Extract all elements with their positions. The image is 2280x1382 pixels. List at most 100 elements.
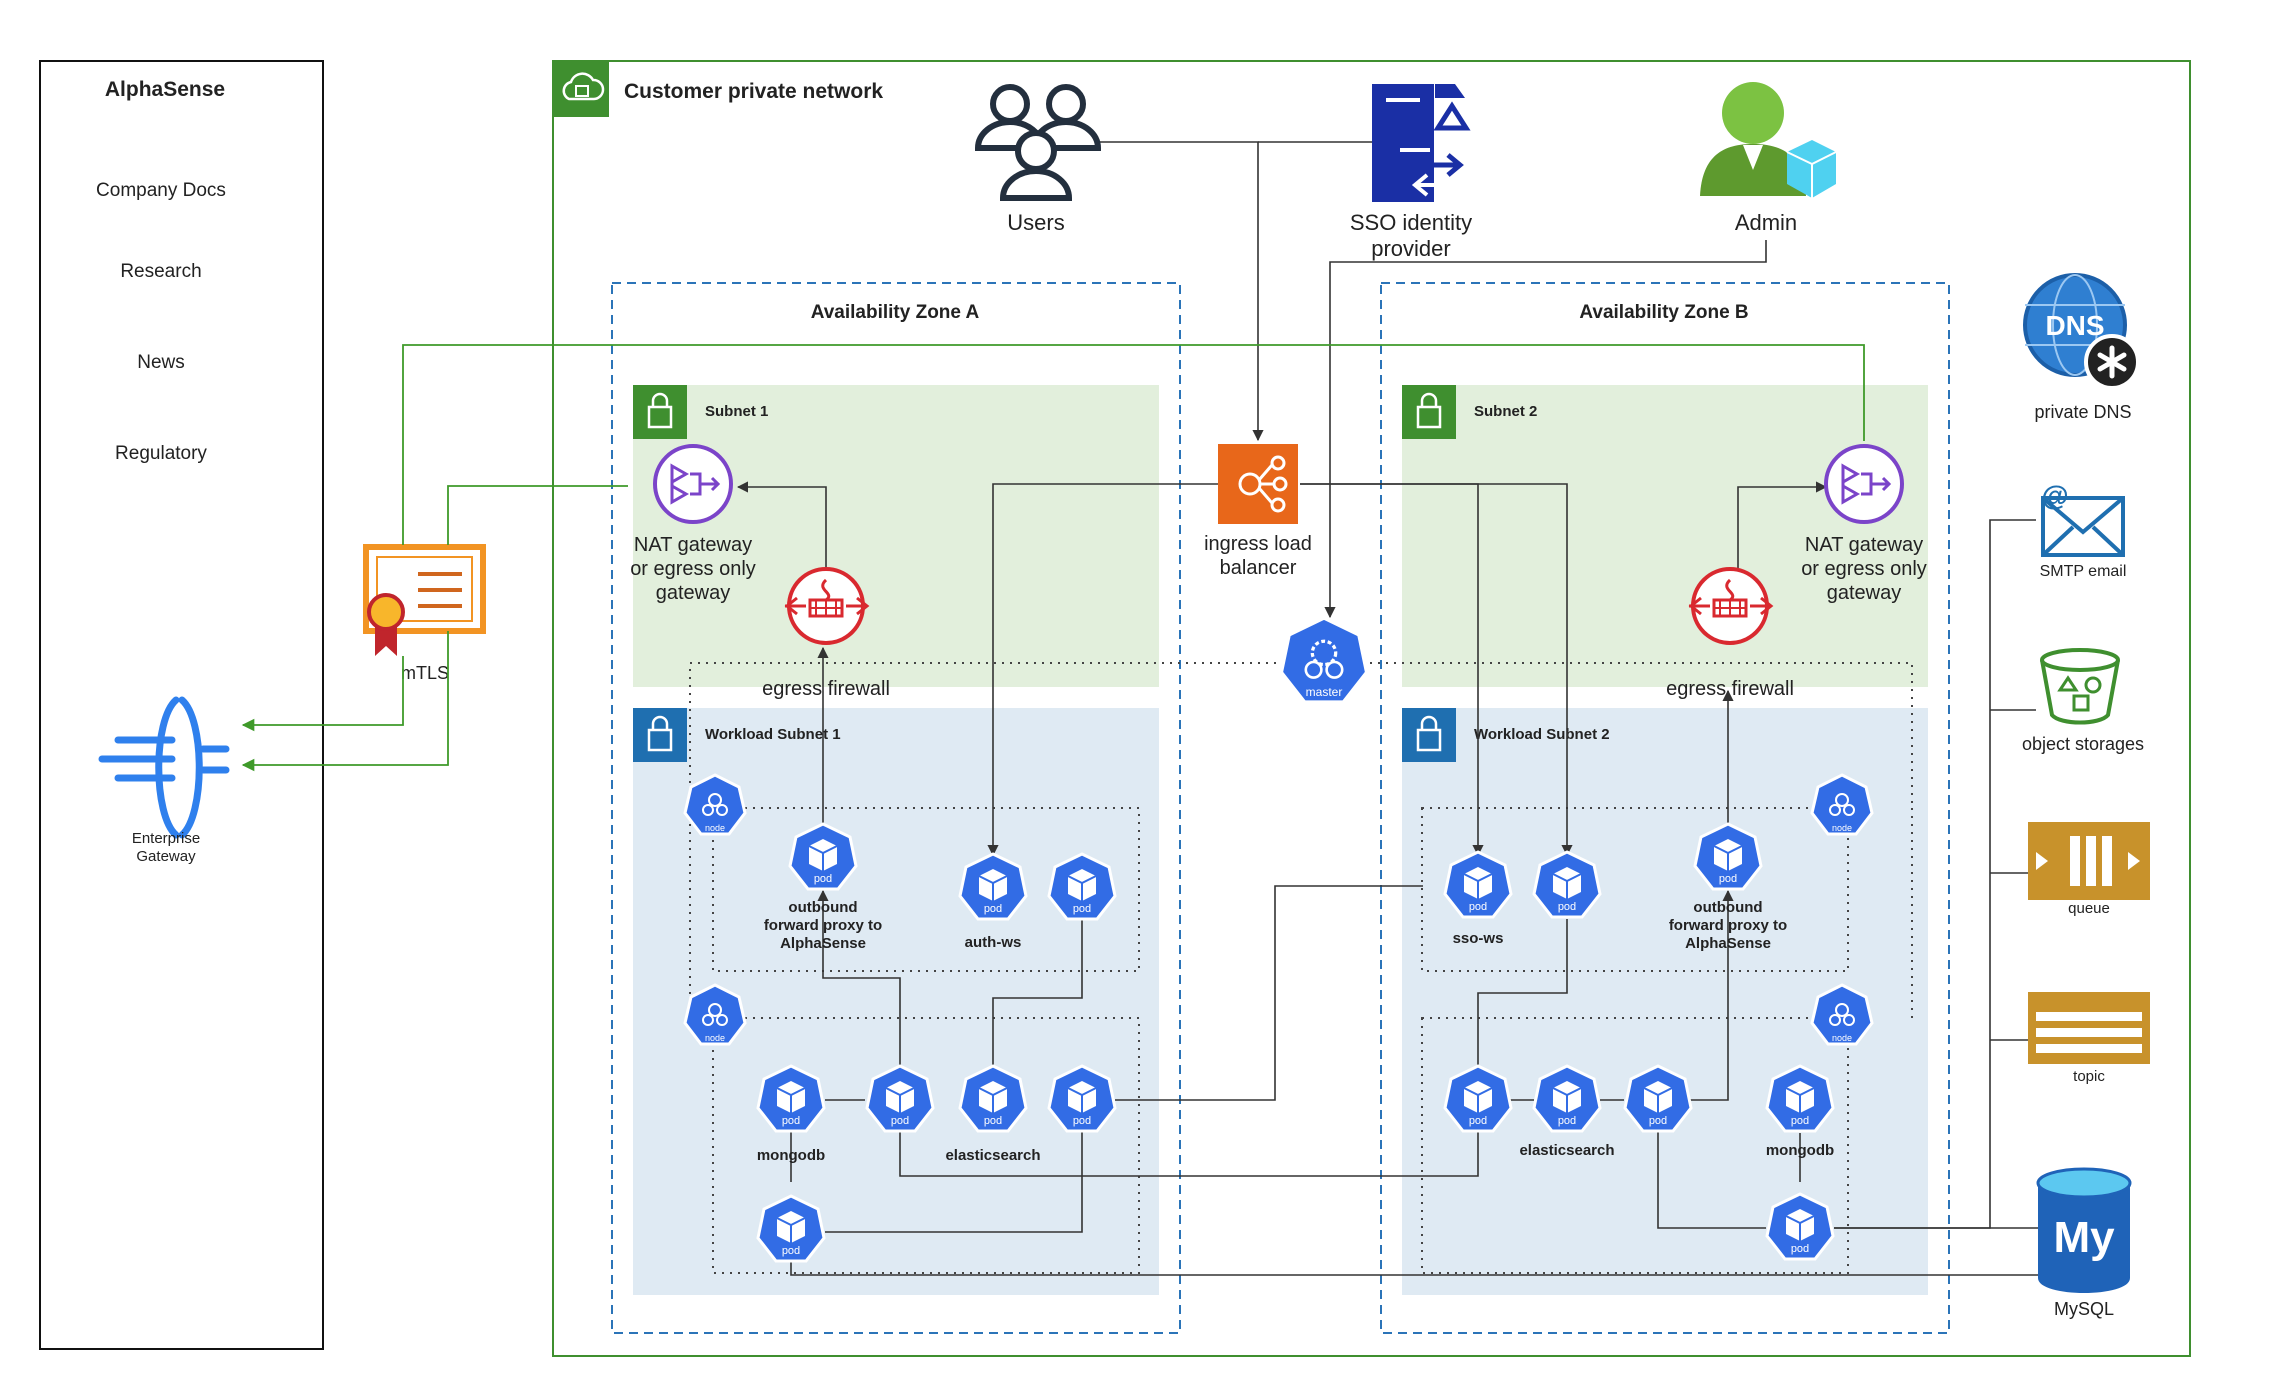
pod-label: pod	[782, 1115, 800, 1127]
alphasense-item-company-docs: Company Docs	[96, 180, 226, 201]
topic-icon	[2028, 992, 2150, 1064]
customer-network-border	[552, 60, 2191, 1357]
alphasense-title: AlphaSense	[105, 78, 225, 101]
nat-b-label-3: gateway	[1827, 582, 1902, 604]
proxy-a-label-3: AlphaSense	[780, 935, 866, 952]
customer-network-title: Customer private network	[624, 80, 883, 103]
proxy-a-label-1: outbound	[788, 899, 857, 916]
nat-a-label-2: or egress only	[630, 558, 756, 580]
mysql-icon: My	[2036, 1167, 2132, 1293]
smtp-email-icon: @	[2041, 480, 2125, 557]
subnet-2	[1402, 385, 1928, 687]
elasticsearch-b-label: elasticsearch	[1519, 1142, 1614, 1159]
pod-label: pod	[782, 1245, 800, 1257]
nat-a-label-1: NAT gateway	[634, 534, 752, 556]
zone-a-title: Availability Zone A	[811, 302, 980, 323]
master-label: master	[1306, 685, 1343, 699]
workload-subnet-2-lock-icon	[1402, 708, 1456, 762]
workload-subnet-2-title: Workload Subnet 2	[1474, 726, 1610, 743]
proxy-b-label-2: forward proxy to	[1669, 917, 1787, 934]
pod-label: pod	[1469, 1115, 1487, 1127]
enterprise-gateway-icon	[98, 696, 230, 839]
subnet-1-title: Subnet 1	[705, 403, 768, 420]
nat-gateway-a-icon	[653, 444, 733, 524]
nat-gateway-b-icon	[1824, 444, 1904, 524]
pod-label: pod	[891, 1115, 909, 1127]
workload-subnet-1-lock-icon	[633, 708, 687, 762]
elasticsearch-a-label: elasticsearch	[945, 1147, 1040, 1164]
cloud-lock-icon	[553, 61, 609, 117]
object-storage-icon	[2040, 648, 2120, 725]
smtp-email-label: SMTP email	[2040, 563, 2127, 580]
sso-ws-label: sso-ws	[1453, 930, 1504, 947]
pod-label: pod	[1558, 901, 1576, 913]
mtls-label: mTLS	[401, 663, 449, 683]
alphasense-panel: AlphaSense Company Docs Research News Re…	[39, 60, 324, 1350]
egress-firewall-b-icon	[1688, 567, 1774, 645]
queue-icon	[2028, 822, 2150, 900]
proxy-b-label-3: AlphaSense	[1685, 935, 1771, 952]
users-icon	[974, 84, 1102, 201]
enterprise-gateway-label-1: Enterprise	[132, 830, 200, 847]
mysql-badge-text: My	[2053, 1213, 2115, 1262]
pod-label: pod	[984, 903, 1002, 915]
pod-label: pod	[1649, 1115, 1667, 1127]
k8s-master-icon	[1279, 615, 1369, 705]
pod-label: pod	[1469, 901, 1487, 913]
zone-b-title: Availability Zone B	[1579, 302, 1748, 323]
private-dns-label: private DNS	[2034, 402, 2131, 422]
admin-icon	[1700, 82, 1837, 198]
node-b1-label: node	[1832, 823, 1852, 833]
nat-a-label-3: gateway	[656, 582, 731, 604]
pod-label: pod	[984, 1115, 1002, 1127]
object-storages-label: object storages	[2022, 734, 2144, 754]
proxy-a-label-2: forward proxy to	[764, 917, 882, 934]
ingress-label-1: ingress load	[1204, 533, 1312, 555]
nat-b-label-1: NAT gateway	[1805, 534, 1923, 556]
at-symbol: @	[2041, 480, 2068, 511]
mysql-label: MySQL	[2054, 1299, 2114, 1319]
firewall-a-label: egress firewall	[762, 678, 890, 700]
alphasense-item-news: News	[137, 352, 185, 373]
mongodb-a-label: mongodb	[757, 1147, 825, 1164]
pod-label: pod	[1719, 873, 1737, 885]
node-groups	[689, 662, 1913, 1274]
alphasense-item-research: Research	[120, 261, 201, 282]
nat-b-label-2: or egress only	[1801, 558, 1927, 580]
pod-label: pod	[814, 873, 832, 885]
pod-label: pod	[1558, 1115, 1576, 1127]
node-a2-label: node	[705, 1033, 725, 1043]
alphasense-item-regulatory: Regulatory	[115, 443, 207, 464]
auth-ws-label: auth-ws	[965, 934, 1022, 951]
admin-label: Admin	[1735, 210, 1797, 235]
ingress-load-balancer-icon	[1218, 444, 1298, 524]
subnet-1	[633, 385, 1159, 687]
queue-label: queue	[2068, 900, 2110, 917]
enterprise-gateway-label-2: Gateway	[136, 848, 196, 865]
node-a1-label: node	[705, 823, 725, 833]
proxy-b-label-1: outbound	[1693, 899, 1762, 916]
dns-badge-text: DNS	[2045, 310, 2104, 341]
egress-firewall-a-icon	[784, 567, 870, 645]
pod-label: pod	[1073, 903, 1091, 915]
mtls-connectors	[241, 344, 1865, 772]
pod-label: pod	[1073, 1115, 1091, 1127]
mongodb-b-label: mongodb	[1766, 1142, 1834, 1159]
sso-identity-provider-icon	[1372, 84, 1471, 202]
users-label: Users	[1007, 210, 1064, 235]
node-b2-label: node	[1832, 1033, 1852, 1043]
ingress-label-2: balancer	[1220, 557, 1297, 579]
dns-icon: DNS	[2023, 273, 2140, 390]
firewall-b-label: egress firewall	[1666, 678, 1794, 700]
subnet-1-lock-icon	[633, 385, 687, 439]
workload-subnet-1-title: Workload Subnet 1	[705, 726, 841, 743]
subnet-2-title: Subnet 2	[1474, 403, 1537, 420]
certificate-icon	[363, 544, 486, 656]
sso-label-2: provider	[1371, 236, 1450, 261]
subnet-2-lock-icon	[1402, 385, 1456, 439]
sso-label-1: SSO identity	[1350, 210, 1472, 235]
topic-label: topic	[2073, 1068, 2105, 1085]
pod-label: pod	[1791, 1243, 1809, 1255]
pod-label: pod	[1791, 1115, 1809, 1127]
connectors	[736, 141, 2040, 1276]
